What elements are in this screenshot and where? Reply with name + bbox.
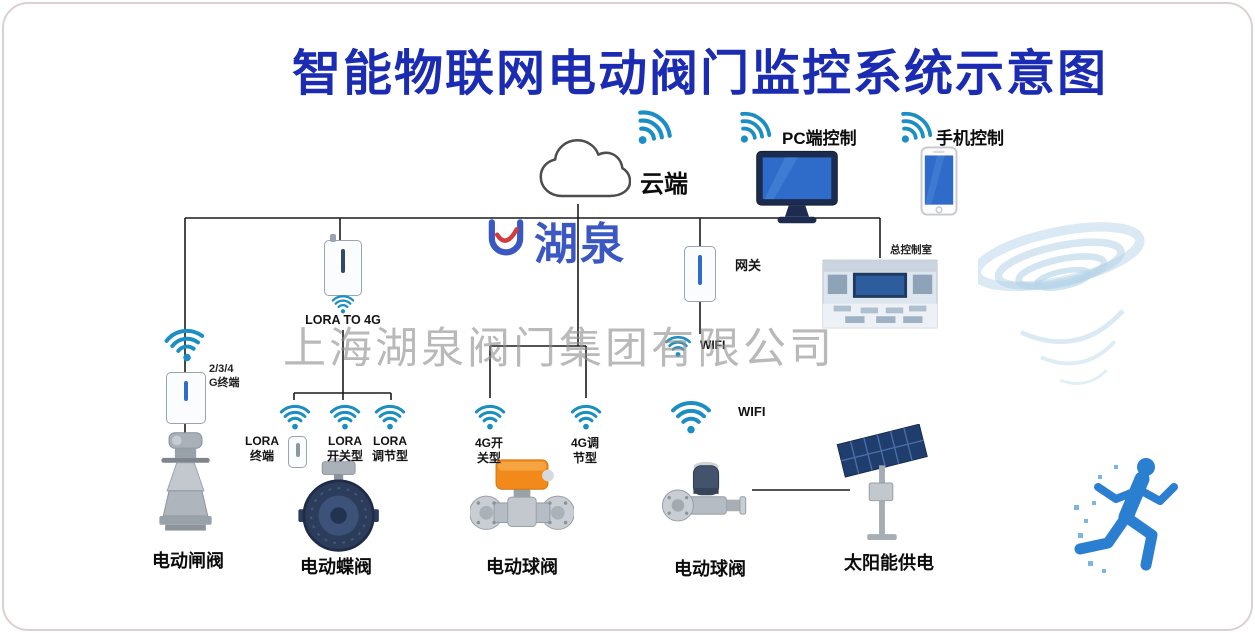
terminal-234g-label: 2/3/4 G终端 xyxy=(209,363,240,390)
wifi-icon-lora-terminal xyxy=(279,398,311,433)
ball-valve-2-image xyxy=(658,458,756,550)
control-room-label: 总控制室 xyxy=(890,244,932,256)
wifi-icon-234g xyxy=(161,317,209,368)
wifi-icon-4g-switch xyxy=(474,398,506,433)
ball-valve-1-image xyxy=(470,452,574,550)
control-room-image xyxy=(822,258,938,330)
wifi-icon-cloud xyxy=(620,96,684,161)
wifi-icon-phone xyxy=(885,98,944,157)
lora-terminal-box xyxy=(288,436,307,468)
wifi-icon-pc xyxy=(724,98,783,157)
lora-switch-label: LORA 开关型 xyxy=(326,434,363,463)
cloud-icon xyxy=(535,136,631,206)
phone-icon xyxy=(920,146,958,216)
ball-valve-2-label: 电动球阀 xyxy=(674,559,746,579)
runner-decoration xyxy=(1068,445,1188,585)
wifi-icon-gateway xyxy=(664,330,692,360)
monitor-icon xyxy=(755,150,839,226)
ball-valve-1-label: 电动球阀 xyxy=(486,557,558,577)
wifi-icon-lora4g xyxy=(326,290,360,316)
solar-panel-image xyxy=(828,424,936,544)
wifi-icon-lora-switch xyxy=(329,398,361,433)
solar-power-label: 太阳能供电 xyxy=(844,553,934,573)
pc-control-label: PC端控制 xyxy=(782,129,857,148)
wifi-icon-device xyxy=(670,392,712,438)
butterfly-valve-image xyxy=(294,458,386,554)
terminal-234g-box xyxy=(166,372,206,424)
phone-control-label: 手机控制 xyxy=(936,129,1004,148)
cloud-label: 云端 xyxy=(640,171,688,198)
gateway-label: 网关 xyxy=(734,258,761,273)
lora-to-4g-label: LORA TO 4G xyxy=(305,313,381,327)
wifi-icon-lora-regulator xyxy=(374,398,406,433)
wifi-mid-label: WIFI xyxy=(700,338,726,352)
4g-switch-label: 4G开 关型 xyxy=(474,436,503,465)
lora-terminal-label: LORA 终端 xyxy=(245,434,279,463)
butterfly-valve-label: 电动蝶阀 xyxy=(300,557,372,577)
lora-to-4g-box xyxy=(324,234,362,296)
wifi-low-label: WIFI xyxy=(738,404,766,419)
page-title: 智能物联网电动阀门监控系统示意图 xyxy=(291,47,1108,101)
wifi-icon-4g-regulator xyxy=(570,398,602,433)
gate-valve-label: 电动闸阀 xyxy=(152,551,224,571)
gateway-box xyxy=(684,246,716,302)
4g-regulator-label: 4G调 节型 xyxy=(570,436,599,465)
gate-valve-image xyxy=(140,430,232,543)
lora-regulator-label: LORA 调节型 xyxy=(371,434,408,463)
